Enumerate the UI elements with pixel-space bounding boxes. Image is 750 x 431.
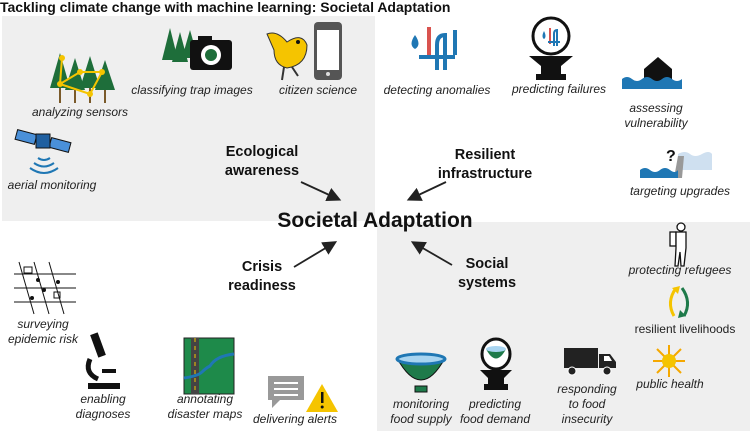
cycle-arrows-icon: [669, 286, 689, 318]
refugee-icon: [669, 222, 687, 267]
alert-message-icon: [268, 376, 338, 412]
food-crystal-ball-icon: [480, 337, 512, 390]
flooded-house-icon: [622, 57, 682, 89]
trap-camera-icon: [162, 28, 232, 70]
truck-icon: [564, 348, 616, 376]
label-delivering-alerts: delivering alerts: [252, 412, 338, 426]
bird-phone-icon: [266, 22, 342, 81]
satellite-icon: [14, 128, 72, 174]
label-classifying-trap-images: classifying trap images: [131, 83, 253, 97]
page-title: Tackling climate change with machine lea…: [0, 0, 451, 15]
disaster-map-icon: [183, 337, 235, 395]
arrow-ecological: [300, 181, 342, 202]
pipe-anomaly-icon: [411, 27, 457, 70]
center-title: Societal Adaptation: [277, 209, 473, 232]
arrow-crisis: [293, 241, 338, 268]
food-bowl-icon: [395, 352, 447, 393]
label-targeting-upgrades: targeting upgrades: [629, 184, 731, 198]
label-resilient-livelihoods: resilient livelihoods: [634, 322, 736, 336]
label-public-health: public health: [636, 377, 704, 391]
epidemic-map-icon: [14, 261, 76, 315]
crystal-ball-icon: [529, 16, 573, 80]
label-analyzing-sensors: analyzing sensors: [31, 105, 129, 119]
forest-sensors-icon: [50, 53, 115, 103]
arrow-social: [410, 241, 453, 266]
seawall-upgrade-icon: ?: [640, 148, 712, 178]
label-detecting-anomalies: detecting anomalies: [383, 83, 491, 97]
label-protecting-refugees: protecting refugees: [628, 263, 732, 277]
sun-icon: [653, 345, 685, 377]
label-aerial-monitoring: aerial monitoring: [7, 178, 97, 192]
microscope-icon: [85, 332, 120, 389]
arrow-infrastructure: [406, 181, 447, 201]
label-citizen-science: citizen science: [278, 83, 358, 97]
svg-text:?: ?: [666, 148, 676, 165]
label-predicting-failures: predicting failures: [511, 82, 607, 96]
